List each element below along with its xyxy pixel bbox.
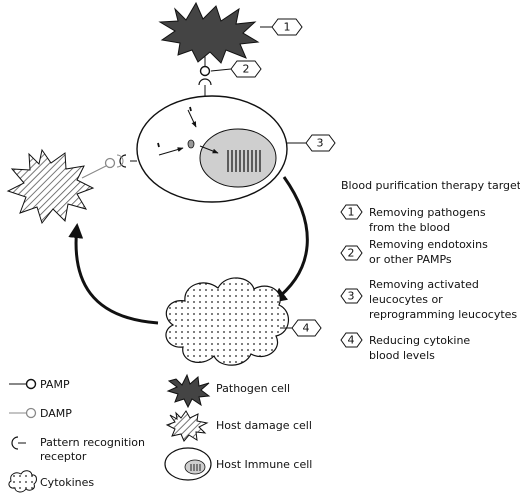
svg-text:Host damage cell: Host damage cell bbox=[216, 419, 312, 432]
receptor-on-immune-cell bbox=[116, 154, 137, 168]
legend-host-damage: Host damage cell bbox=[165, 410, 312, 442]
callout-3: 3 bbox=[305, 134, 336, 152]
svg-text:reprogramming leucocytes: reprogramming leucocytes bbox=[369, 308, 517, 321]
arrow-immune-to-cytokines bbox=[271, 176, 309, 303]
target-item-3: 3 Removing activated leucocytes or repro… bbox=[340, 278, 517, 321]
legend-host-immune: Host Immune cell bbox=[164, 447, 312, 481]
svg-text:Cytokines: Cytokines bbox=[40, 476, 94, 489]
legend-pathogen: Pathogen cell bbox=[166, 373, 290, 409]
damp-on-damage-cell bbox=[81, 157, 116, 179]
callout-2: 2 bbox=[230, 60, 262, 78]
svg-text:1: 1 bbox=[348, 206, 355, 219]
legend-cytokines: Cytokines bbox=[8, 470, 94, 493]
svg-text:Host Immune cell: Host Immune cell bbox=[216, 458, 312, 471]
svg-text:PAMP: PAMP bbox=[40, 378, 70, 391]
targets-title: Blood purification therapy targets: bbox=[341, 179, 520, 192]
pathogen-cell bbox=[158, 1, 260, 64]
svg-text:receptor: receptor bbox=[40, 450, 87, 463]
callout-1: 1 bbox=[271, 18, 303, 36]
svg-text:Pattern recognition: Pattern recognition bbox=[40, 436, 145, 449]
callout-4: 4 bbox=[291, 319, 322, 337]
svg-text:Reducing cytokine: Reducing cytokine bbox=[369, 334, 470, 347]
legend-damp: DAMP bbox=[9, 407, 72, 420]
cytokines-cloud bbox=[165, 277, 289, 366]
host-immune-cell bbox=[136, 95, 288, 203]
svg-text:Pathogen cell: Pathogen cell bbox=[216, 382, 290, 395]
svg-text:blood levels: blood levels bbox=[369, 349, 435, 362]
svg-text:2: 2 bbox=[348, 247, 355, 260]
arrow-cytokines-to-damage bbox=[68, 223, 159, 325]
svg-text:3: 3 bbox=[348, 290, 355, 303]
svg-text:leucocytes or: leucocytes or bbox=[369, 293, 443, 306]
target-item-4: 4 Reducing cytokine blood levels bbox=[340, 332, 470, 362]
legend-pamp: PAMP bbox=[9, 378, 70, 391]
svg-text:Removing endotoxins: Removing endotoxins bbox=[369, 238, 488, 251]
svg-text:Removing pathogens: Removing pathogens bbox=[369, 206, 486, 219]
callout-2-leader bbox=[210, 68, 232, 72]
svg-text:4: 4 bbox=[303, 322, 310, 335]
svg-text:from the blood: from the blood bbox=[369, 221, 450, 234]
svg-text:Removing activated: Removing activated bbox=[369, 278, 479, 291]
svg-text:DAMP: DAMP bbox=[40, 407, 72, 420]
svg-text:or other PAMPs: or other PAMPs bbox=[369, 253, 452, 266]
target-item-1: 1 Removing pathogens from the blood bbox=[340, 204, 486, 234]
target-item-2: 2 Removing endotoxins or other PAMPs bbox=[340, 238, 488, 266]
host-damage-cell bbox=[6, 148, 95, 225]
svg-text:3: 3 bbox=[317, 137, 324, 150]
pamp-on-pathogen bbox=[198, 56, 212, 96]
svg-text:1: 1 bbox=[284, 21, 291, 34]
svg-text:4: 4 bbox=[348, 334, 355, 347]
svg-text:2: 2 bbox=[243, 63, 250, 76]
legend-receptor: Pattern recognition receptor bbox=[11, 436, 145, 463]
